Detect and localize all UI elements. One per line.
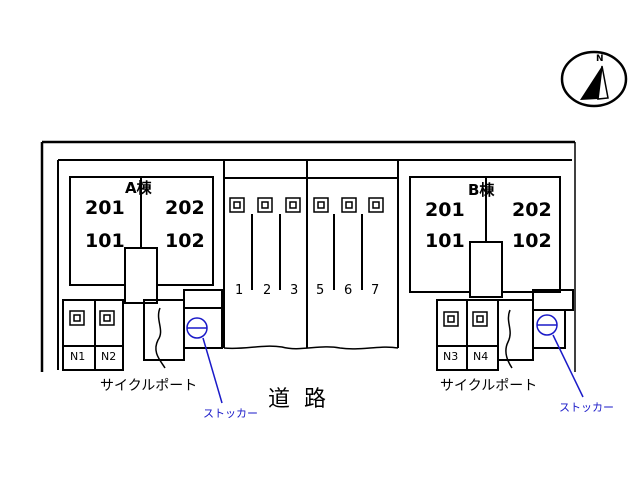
building-a-label: A棟 (125, 179, 152, 197)
stocker-label-left: ストッカー (203, 407, 258, 420)
parking-space-5: 5 (316, 283, 325, 298)
unit-b-101: 101 (425, 230, 465, 252)
stocker-left (186, 317, 223, 404)
cycle-port-label-right: サイクルポート (440, 378, 538, 394)
stocker-label-right: ストッカー (559, 401, 614, 414)
cycle-port-label-left: サイクルポート (100, 378, 198, 394)
unit-b-201: 201 (425, 199, 465, 221)
bike-parking-left (62, 289, 223, 371)
parking-space-6: 6 (344, 283, 353, 298)
building-b (409, 176, 561, 298)
unit-a-101: 101 (85, 230, 125, 252)
outlet-markers (69, 197, 488, 327)
unit-a-202: 202 (165, 197, 205, 219)
parking-space-2: 2 (263, 283, 272, 298)
compass-icon (560, 50, 628, 108)
building-b-label: B棟 (468, 181, 495, 199)
stocker-right (536, 314, 584, 398)
bike-slot-n3: N3 (443, 350, 459, 363)
unit-b-102: 102 (512, 230, 552, 252)
parking-space-1: 1 (235, 283, 244, 298)
compass-label: N (596, 54, 604, 64)
bike-slot-n1: N1 (70, 350, 86, 363)
bike-parking-right (436, 289, 574, 371)
site-boundary (40, 140, 575, 372)
bike-slot-n2: N2 (101, 350, 117, 363)
road-label: 道路 (268, 387, 341, 412)
unit-b-202: 202 (512, 199, 552, 221)
parking-lot (223, 160, 399, 350)
parking-space-7: 7 (371, 283, 380, 298)
parking-space-3: 3 (290, 283, 299, 298)
unit-a-201: 201 (85, 197, 125, 219)
bike-slot-n4: N4 (473, 350, 489, 363)
building-a (69, 176, 214, 304)
unit-a-102: 102 (165, 230, 205, 252)
